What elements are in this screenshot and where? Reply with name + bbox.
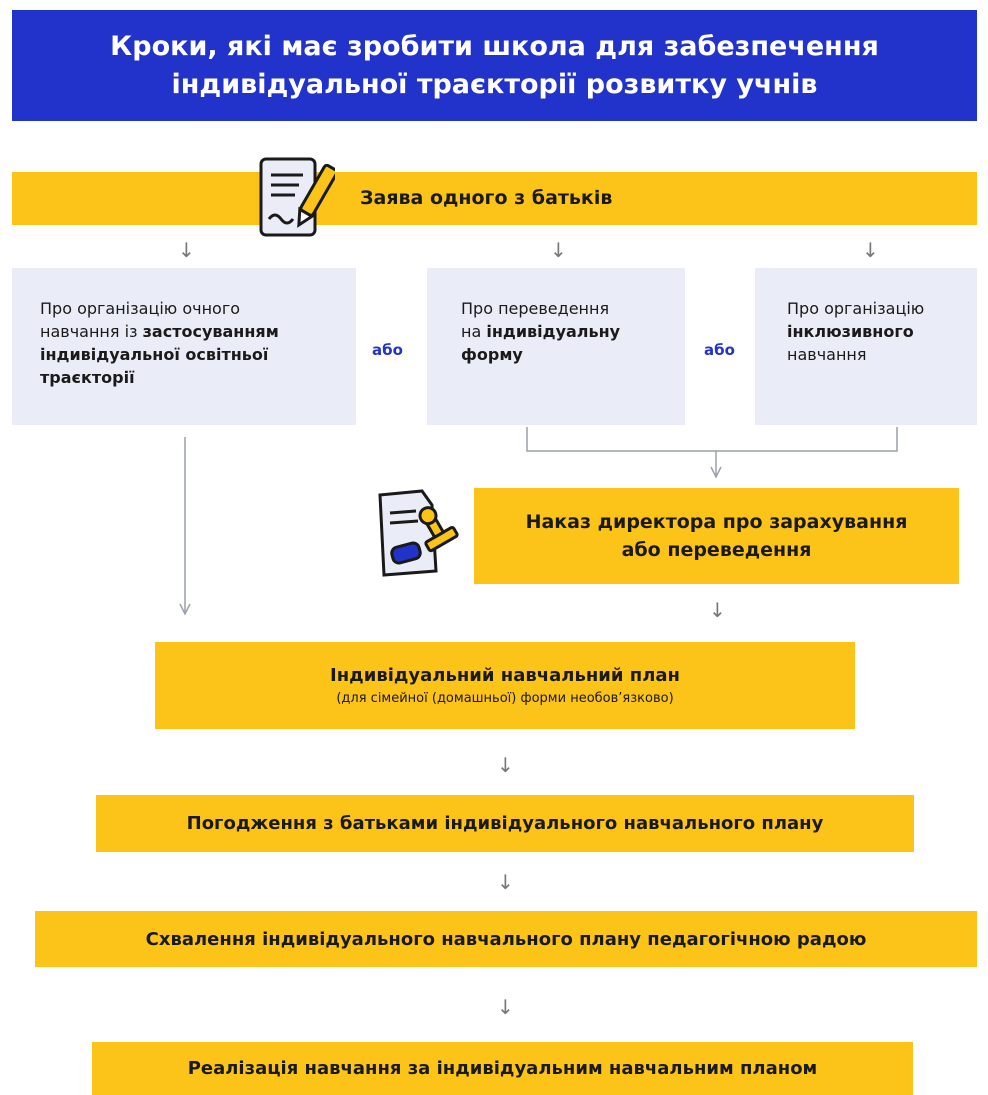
option-text-bold: інклюзивного	[787, 322, 914, 341]
arrow-down-icon: ↓	[862, 238, 879, 262]
arrow-down-icon: ↓	[550, 238, 567, 262]
option-inclusive-education: Про організацію інклюзивного навчання	[755, 268, 977, 425]
step-individual-plan: Індивідуальний навчальний план (для сіме…	[155, 642, 855, 729]
arrow-down-icon: ↓	[178, 238, 195, 262]
option-text-bold: форму	[461, 345, 523, 364]
step-individual-plan-subtitle: (для сімейної (домашньої) форми необов’я…	[336, 691, 674, 706]
step-implementation: Реалізація навчання за індивідуальним на…	[92, 1042, 913, 1095]
option-text: на	[461, 322, 487, 341]
option-text: Про організацію	[787, 299, 925, 318]
option-text: Про переведення	[461, 299, 610, 318]
or-label: або	[372, 341, 403, 359]
option-text-bold: застосуванням	[142, 322, 279, 341]
option-text: Про організацію очного	[40, 299, 241, 318]
or-label: або	[704, 341, 735, 359]
page-title-line-1: Кроки, які має зробити школа для забезпе…	[110, 30, 879, 62]
step-parent-application-label: Заява одного з батьків	[360, 187, 613, 209]
document-pen-icon	[259, 157, 335, 237]
option-text-bold: індивідуальну	[486, 322, 621, 341]
step-director-order-line-1: Наказ директора про зарахування	[525, 511, 908, 533]
arrow-down-icon: ↓	[497, 870, 514, 894]
option-individual-form: Про переведення на індивідуальну форму	[427, 268, 685, 425]
arrow-down-icon: ↓	[497, 995, 514, 1019]
arrow-down-icon: ↓	[497, 753, 514, 777]
option-text: навчання	[787, 345, 867, 364]
stamp-icon	[378, 489, 459, 577]
step-director-order: Наказ директора про зарахування або пере…	[474, 488, 959, 584]
option-text-bold: індивідуальної освітньої	[40, 345, 269, 364]
option-text-bold: траєкторії	[40, 368, 135, 387]
step-individual-plan-title: Індивідуальний навчальний план	[330, 665, 680, 686]
page-title-banner: Кроки, які має зробити школа для забезпе…	[12, 10, 977, 121]
step-director-order-line-2: або переведення	[621, 539, 812, 561]
step-parent-application: Заява одного з батьків	[12, 172, 977, 225]
step-parent-agreement: Погодження з батьками індивідуального на…	[96, 795, 914, 852]
option-full-time-trajectory: Про організацію очного навчання із засто…	[12, 268, 356, 425]
page-title-line-2: індивідуальної траєкторії розвитку учнів	[171, 68, 818, 100]
arrow-down-icon: ↓	[709, 598, 726, 622]
option-text: навчання із	[40, 322, 143, 341]
step-council-approval: Схвалення індивідуального навчального пл…	[35, 911, 977, 967]
